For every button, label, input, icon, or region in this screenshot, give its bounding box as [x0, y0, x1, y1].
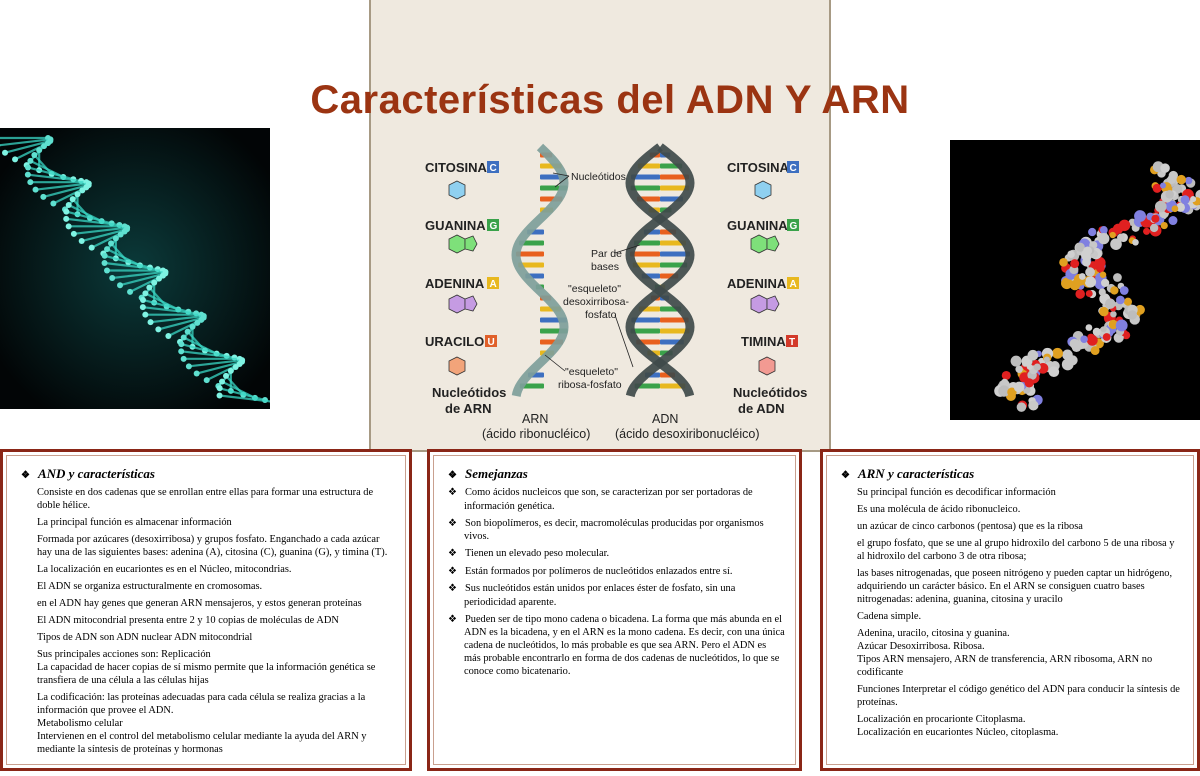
left-caption-2: de ARN — [445, 401, 491, 416]
list-item: ❖ Están formados por polímeros de nucleót… — [448, 565, 785, 579]
text-line: Es una molécula de ácido ribonucleico. — [857, 504, 1021, 515]
arn-strand — [511, 143, 569, 397]
right-caption-2: de ADN — [738, 401, 784, 416]
left-base-2: GUANINA — [425, 218, 486, 233]
svg-text:A: A — [790, 279, 797, 290]
right-base-3: ADENINA — [727, 276, 787, 291]
text-line: Sus principales acciones son: Replicació… — [37, 649, 376, 686]
text-line: Localización en procarionte Citoplasma. … — [857, 714, 1059, 738]
adn-sub: (ácido desoxiribonucléico) — [615, 427, 760, 441]
list-item-text: Son biopolímeros, es decir, macromolécul… — [464, 517, 764, 543]
adn-arn-diagram: CITOSINA C GUANINA G ADENINA A URACILO U… — [425, 143, 807, 441]
center-panel — [369, 0, 831, 452]
left-bases: CITOSINA C GUANINA G ADENINA A URACILO U… — [425, 160, 506, 416]
bullet-icon: ❖ — [448, 583, 457, 594]
adn-strand — [625, 143, 695, 398]
svg-text:G: G — [790, 221, 798, 232]
arn-characteristics-box: ❖ARN y características Su principal func… — [820, 449, 1200, 771]
list-item-text: Están formados por polímeros de nucleóti… — [464, 565, 733, 577]
text-line: La localización en eucariontes es en el … — [37, 564, 292, 575]
text-line: La principal función es almacenar inform… — [37, 517, 232, 528]
svg-text:U: U — [488, 337, 495, 348]
label-par-1: Par de — [591, 248, 622, 260]
text-line: Su principal función es decodificar info… — [857, 487, 1056, 498]
right-base-4: TIMINA — [741, 334, 786, 349]
left-caption-1: Nucleótidos — [432, 385, 506, 400]
text-line: Consiste en dos cadenas que se enrollan … — [37, 487, 374, 511]
text-line: Cadena simple. — [857, 611, 922, 622]
left-base-4: URACILO — [425, 334, 484, 349]
text-line: La codificación: las proteínas adecuadas… — [37, 692, 367, 755]
right-bases: CITOSINA C GUANINA G ADENINA A TIMINA T … — [727, 160, 807, 416]
list-item: ❖ Tienen un elevado peso molecular. — [448, 547, 785, 561]
label-esq-dna-3: fosfato — [585, 309, 617, 321]
label-esq-rna-1: "esqueleto" — [565, 366, 618, 378]
text-line: el grupo fosfato, que se une al grupo hi… — [857, 538, 1175, 562]
bullet-icon: ❖ — [448, 565, 457, 577]
right-base-1: CITOSINA — [727, 160, 789, 175]
diagram-annotations: Nucleótidos Par de bases "esqueleto" des… — [482, 171, 760, 441]
rna-molecule-image — [950, 140, 1200, 420]
list-item: ❖ Son biopolímeros, es decir, macromolécu… — [448, 517, 785, 544]
similarities-list: ❖ Como ácidos nucleicos que son, se carac… — [448, 486, 785, 678]
list-item-text: Sus nucleótidos están unidos por enlaces… — [464, 583, 736, 608]
list-item: ❖ Como ácidos nucleicos que son, se carac… — [448, 486, 785, 513]
and-heading: ❖AND y características — [21, 466, 155, 481]
arn-sub: (ácido ribonucléico) — [482, 427, 590, 441]
label-esq-dna-1: "esqueleto" — [568, 283, 621, 295]
and-characteristics-box: ❖AND y características Consiste en dos c… — [0, 449, 412, 771]
svg-text:C: C — [490, 163, 497, 174]
arn-heading: ❖ARN y características — [841, 466, 975, 481]
text-line: un azúcar de cinco carbonos (pentosa) qu… — [857, 521, 1083, 532]
text-line: Funciones Interpretar el código genético… — [857, 684, 1180, 708]
similarities-heading: ❖Semejanzas — [448, 466, 528, 481]
similarities-box: ❖Semejanzas ❖ Como ácidos nucleicos que s… — [427, 449, 802, 771]
list-item-text: Como ácidos nucleicos que son, se caract… — [464, 487, 753, 512]
arn-label: ARN — [522, 412, 548, 426]
text-line: en el ADN hay genes que generan ARN mens… — [37, 598, 362, 609]
arn-lines: Su principal función es decodificar info… — [841, 486, 1183, 739]
list-item: ❖ Pueden ser de tipo mono cadena o bicade… — [448, 613, 785, 679]
label-nucleotidos: Nucleótidos — [571, 171, 626, 183]
text-line: Tipos de ADN son ADN nuclear ADN mitocon… — [37, 632, 253, 643]
left-base-1: CITOSINA — [425, 160, 487, 175]
bullet-icon: ❖ — [448, 548, 457, 559]
text-line: Adenina, uracilo, citosina y guanina. Az… — [857, 628, 1153, 678]
label-par-2: bases — [591, 261, 619, 273]
bullet-icon: ❖ — [448, 613, 457, 625]
and-lines: Consiste en dos cadenas que se enrollan … — [21, 486, 395, 756]
text-line: las bases nitrogenadas, que poseen nitró… — [857, 568, 1173, 605]
adn-label: ADN — [652, 412, 678, 426]
text-line: El ADN se organiza estructuralmente en c… — [37, 581, 263, 592]
page-title: Características del ADN Y ARN — [310, 78, 910, 122]
left-base-3: ADENINA — [425, 276, 485, 291]
svg-text:G: G — [490, 221, 498, 232]
svg-text:A: A — [490, 279, 497, 290]
dna-helix-image — [0, 128, 270, 409]
list-item-text: Tienen un elevado peso molecular. — [464, 548, 610, 559]
right-base-2: GUANINA — [727, 218, 788, 233]
bullet-icon: ❖ — [448, 517, 457, 529]
label-esq-dna-2: desoxirribosa- — [563, 296, 629, 308]
label-esq-rna-2: ribosa-fosfato — [558, 379, 622, 391]
text-line: El ADN mitocondrial presenta entre 2 y 1… — [37, 615, 339, 626]
list-item: ❖ Sus nucleótidos están unidos por enlace… — [448, 582, 785, 609]
text-line: Formada por azúcares (desoxirribosa) y g… — [37, 534, 388, 558]
bullet-icon: ❖ — [448, 487, 457, 498]
list-item-text: Pueden ser de tipo mono cadena o bicaden… — [464, 613, 785, 678]
svg-text:T: T — [789, 337, 795, 348]
svg-text:C: C — [790, 163, 797, 174]
right-caption-1: Nucleótidos — [733, 385, 807, 400]
